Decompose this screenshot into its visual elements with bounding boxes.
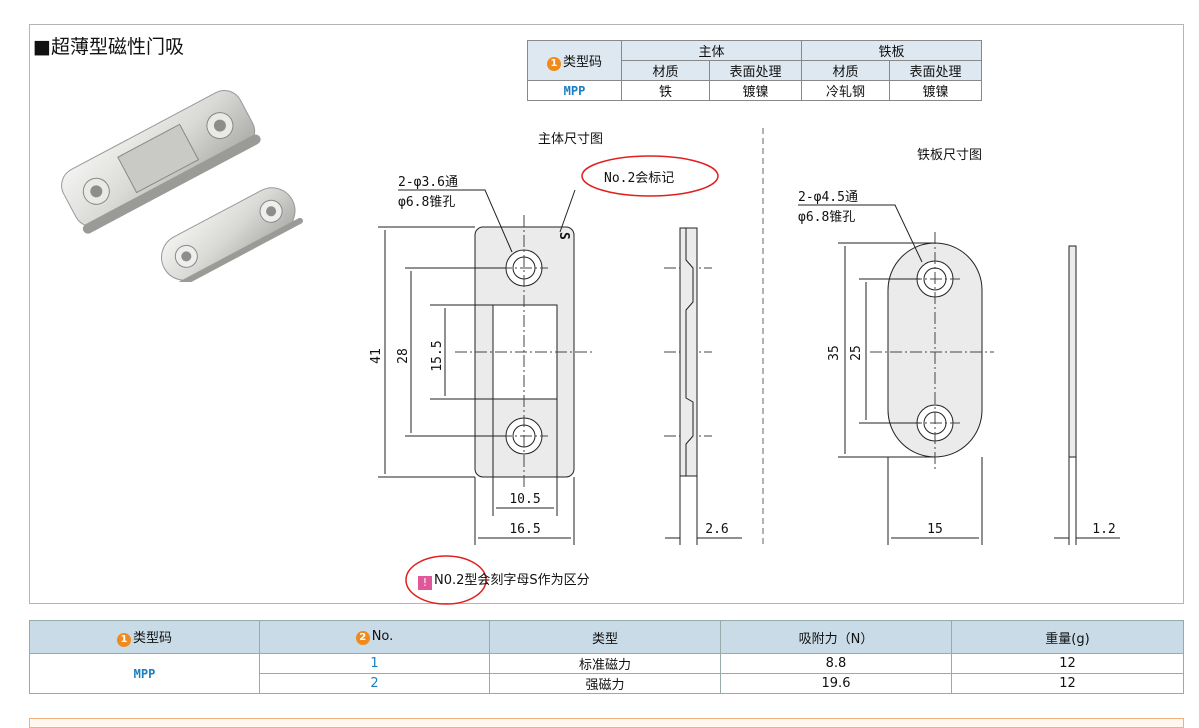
row-force: 19.6 — [720, 673, 952, 694]
spec-code: MPP — [527, 80, 622, 101]
body-material-header: 材质 — [621, 60, 710, 81]
table-row: MPP 1 标准磁力 8.8 12 — [29, 653, 1184, 694]
table-row: 2 强磁力 19.6 12 — [30, 673, 1184, 694]
row-no: 1 — [259, 653, 490, 674]
col-type: 类型 — [489, 620, 721, 654]
row-force: 8.8 — [720, 653, 952, 674]
plate-material-header: 材质 — [801, 60, 890, 81]
body-material: 铁 — [621, 80, 710, 101]
body-surface-header: 表面处理 — [709, 60, 802, 81]
page-title: ■超薄型磁性门吸 — [33, 36, 184, 58]
plate-surface-header: 表面处理 — [889, 60, 982, 81]
body-surface: 镀镍 — [709, 80, 802, 101]
col-force: 吸附力（N） — [720, 620, 952, 654]
row-weight: 12 — [951, 673, 1184, 694]
row-code: MPP — [29, 653, 260, 694]
badge-1-icon: 1 — [116, 633, 131, 647]
main-body-header: 主体 — [621, 40, 802, 61]
note: !N0.2型会刻字母S作为区分 — [418, 569, 590, 590]
iron-plate-header: 铁板 — [801, 40, 982, 61]
product-photo — [61, 89, 303, 282]
plate-surface: 镀镍 — [889, 80, 982, 101]
plate-material: 冷轧钢 — [801, 80, 890, 101]
info-icon: ! — [418, 576, 432, 590]
row-type: 标准磁力 — [489, 653, 721, 674]
col-weight: 重量(g) — [951, 620, 1184, 654]
row-weight: 12 — [951, 653, 1184, 674]
row-no: 2 — [259, 673, 490, 694]
badge-1-icon: 1 — [546, 56, 561, 71]
badge-2-icon: 2 — [355, 631, 370, 645]
row-type: 强磁力 — [489, 673, 721, 694]
footer-bar — [29, 718, 1184, 728]
